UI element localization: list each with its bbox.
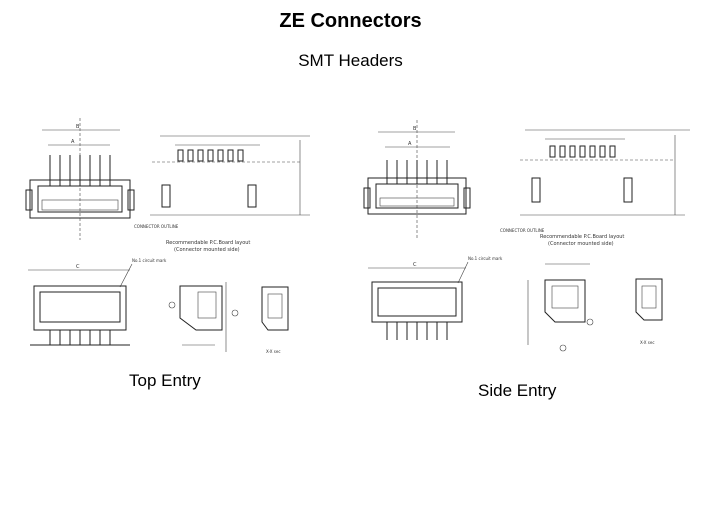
pcb-layout-label-right: Recommendable P.C.Board layout <box>540 234 624 240</box>
dim-a-label-right: A <box>408 141 412 147</box>
side-entry-side-elevation: C No.1 circuit mark <box>368 256 503 340</box>
circuit-mark-label-left: No.1 circuit mark <box>132 258 167 263</box>
mounted-side-label-left: (Connector mounted side) <box>174 247 240 253</box>
side-entry-front-view: B A <box>363 120 471 240</box>
page-subtitle: SMT Headers <box>298 51 403 70</box>
section-label-right: X-X sec <box>640 340 655 345</box>
dim-b-label: B <box>76 124 80 130</box>
top-entry-front-view: B A <box>25 118 135 240</box>
dim-c-label-right: C <box>413 262 417 268</box>
caption-side-entry: Side Entry <box>478 381 557 400</box>
circuit-mark-label-right: No.1 circuit mark <box>468 256 503 261</box>
section-label-left: X-X sec <box>266 349 281 354</box>
side-entry-profile-view <box>527 263 594 352</box>
side-entry-pcb-layout: CONNECTOR OUTLINE Recommendable P.C.Boar… <box>500 129 690 247</box>
pcb-layout-label-left: Recommendable P.C.Board layout <box>166 240 250 246</box>
connector-outline-label-left: CONNECTOR OUTLINE <box>134 224 179 229</box>
caption-top-entry: Top Entry <box>129 371 201 390</box>
dim-b-label-right: B <box>413 126 417 132</box>
side-entry-section-view: X-X sec <box>635 278 663 345</box>
mounted-side-label-right: (Connector mounted side) <box>548 241 614 247</box>
page-title: ZE Connectors <box>279 10 422 32</box>
top-entry-profile-view <box>168 282 239 352</box>
top-entry-pcb-layout: CONNECTOR OUTLINE Recommendable P.C.Boar… <box>134 135 310 253</box>
top-entry-side-elevation: C No.1 circuit mark <box>28 258 167 346</box>
dim-a-label: A <box>71 139 75 145</box>
connector-outline-label-right: CONNECTOR OUTLINE <box>500 228 545 233</box>
dim-c-label: C <box>76 264 80 270</box>
top-entry-section-view: X-X sec <box>261 286 289 354</box>
